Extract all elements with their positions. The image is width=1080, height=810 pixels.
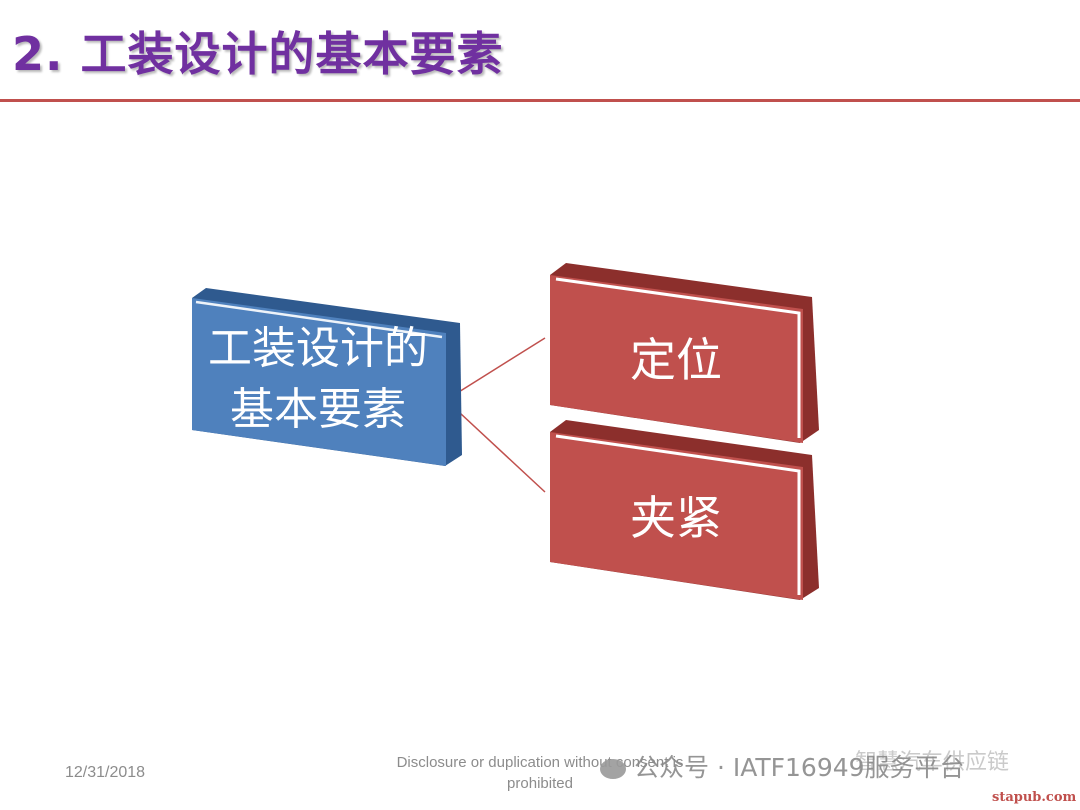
child-node-label-clamping: 夹紧 xyxy=(630,491,722,545)
wechat-icon xyxy=(600,759,626,779)
child-node-clamping: 夹紧 xyxy=(550,420,819,600)
connector-to-clamping xyxy=(445,399,546,493)
site-watermark: stapub.com xyxy=(992,790,1077,805)
root-node-label-line1: 工装设计的 xyxy=(208,323,428,374)
connector-to-positioning xyxy=(445,337,546,401)
watermark-text: 公众号 · IATF16949服务平台 xyxy=(634,753,965,782)
child-node-label-positioning: 定位 xyxy=(630,333,722,387)
watermark-secondary: 智慧汽车供应链 xyxy=(855,750,1010,775)
root-node-label-line2: 基本要素 xyxy=(230,384,406,435)
slide-title: 2. 工装设计的基本要素 xyxy=(12,27,504,81)
footer-date: 12/31/2018 xyxy=(65,764,146,781)
watermark: 公众号 · IATF16949服务平台 xyxy=(600,748,965,784)
title-divider xyxy=(0,99,1080,102)
root-node: 工装设计的 基本要素 xyxy=(192,288,462,466)
child-node-positioning: 定位 xyxy=(550,263,819,443)
